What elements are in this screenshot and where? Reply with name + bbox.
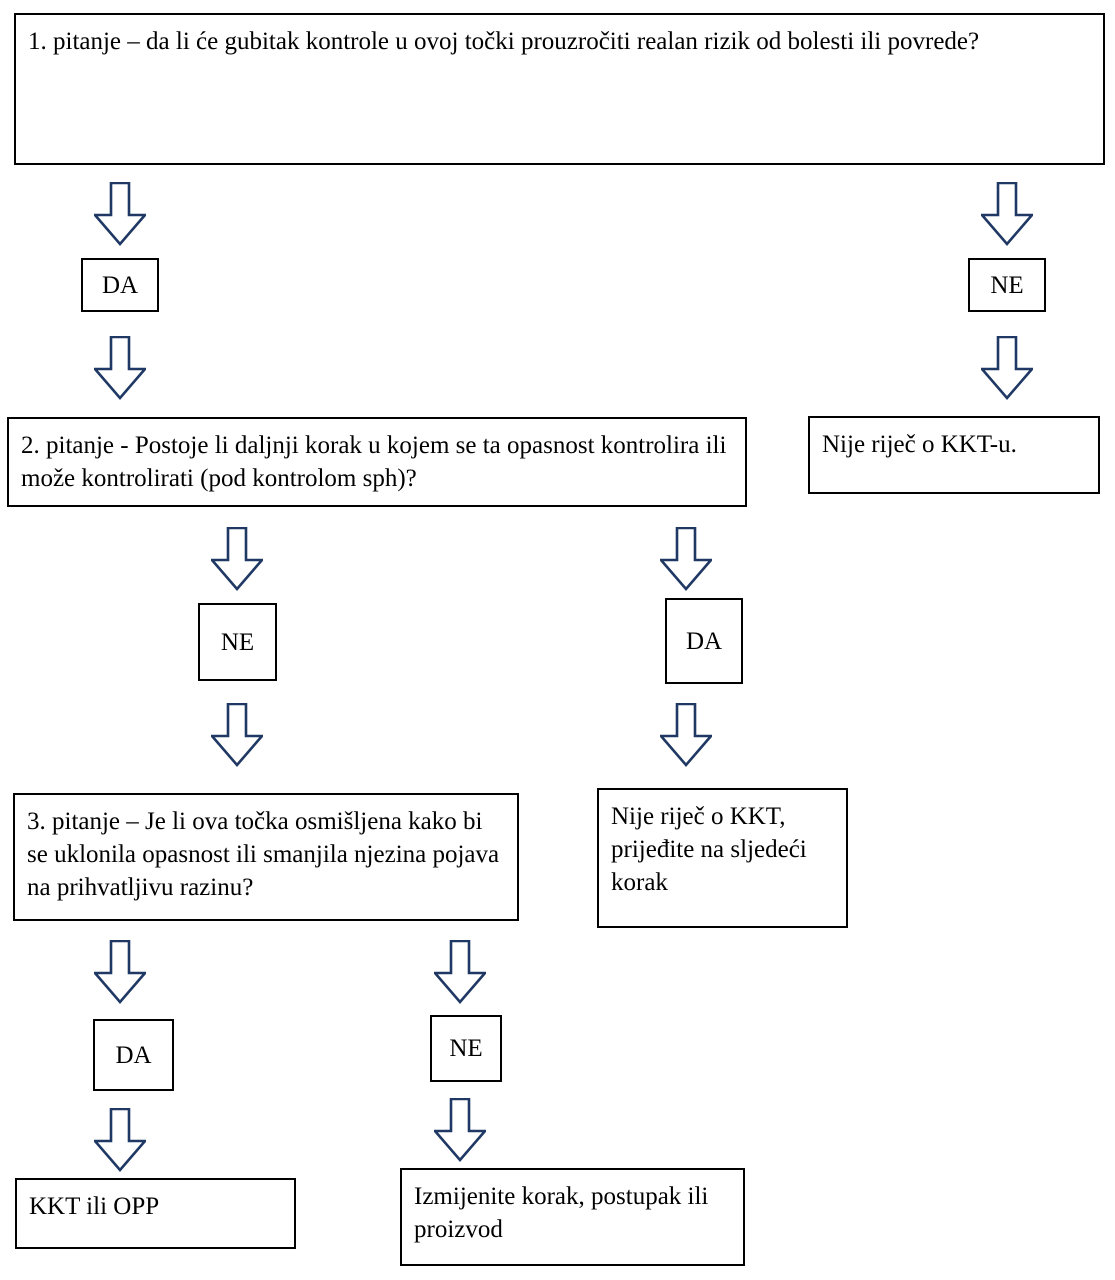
label-ne-q1-text: NE bbox=[990, 271, 1024, 299]
down-arrow-da-to-sljedeci-korak bbox=[660, 703, 712, 767]
down-arrow-ne-to-q3 bbox=[211, 703, 263, 767]
outcome-nije-kkt-sljedeci-korak-text: Nije riječ o KKT, prijeđite na sljedeći … bbox=[611, 803, 807, 896]
label-da-q1-text: DA bbox=[101, 271, 139, 299]
down-arrow-ne-to-nije-kkt-u bbox=[981, 336, 1033, 400]
question-1-box: 1. pitanje – da li će gubitak kontrole u… bbox=[14, 13, 1105, 165]
outcome-nije-kkt-sljedeci-korak: Nije riječ o KKT, prijeđite na sljedeći … bbox=[597, 788, 848, 928]
outcome-nije-kkt-u: Nije riječ o KKT-u. bbox=[808, 416, 1100, 494]
label-da-q3-text: DA bbox=[115, 1041, 152, 1069]
down-arrow-q3-to-da bbox=[94, 940, 146, 1004]
down-arrow-q1-to-da bbox=[94, 182, 146, 246]
question-2-box: 2. pitanje - Postoje li daljnji korak u … bbox=[7, 417, 747, 507]
down-arrow-q1-to-ne bbox=[981, 182, 1033, 246]
label-ne-q2-text: NE bbox=[220, 628, 255, 656]
label-da-q2: DA bbox=[665, 598, 743, 684]
down-arrow-da-to-q2 bbox=[94, 336, 146, 400]
label-ne-q1: NE bbox=[968, 258, 1046, 312]
question-3-text: 3. pitanje – Je li ova točka osmišljena … bbox=[27, 808, 500, 901]
label-da-q3: DA bbox=[93, 1019, 174, 1091]
down-arrow-q2-to-ne bbox=[211, 527, 263, 591]
down-arrow-da-to-kkt-ili-opp bbox=[94, 1108, 146, 1172]
label-ne-q3-text: NE bbox=[449, 1035, 483, 1062]
label-ne-q3: NE bbox=[430, 1015, 502, 1082]
down-arrow-q3-to-ne bbox=[434, 940, 486, 1004]
outcome-nije-kkt-u-text: Nije riječ o KKT-u. bbox=[822, 431, 1017, 458]
outcome-kkt-ili-opp-text: KKT ili OPP bbox=[29, 1193, 160, 1220]
label-da-q1: DA bbox=[81, 258, 159, 312]
question-2-text: 2. pitanje - Postoje li daljnji korak u … bbox=[21, 432, 727, 492]
down-arrow-ne-to-izmijenite-korak bbox=[434, 1098, 486, 1162]
outcome-kkt-ili-opp: KKT ili OPP bbox=[15, 1178, 296, 1249]
outcome-izmijenite-korak: Izmijenite korak, postupak ili proizvod bbox=[400, 1168, 745, 1266]
question-3-box: 3. pitanje – Je li ova točka osmišljena … bbox=[13, 793, 519, 921]
label-ne-q2: NE bbox=[198, 603, 277, 681]
down-arrow-q2-to-da bbox=[660, 527, 712, 591]
outcome-izmijenite-korak-text: Izmijenite korak, postupak ili proizvod bbox=[414, 1183, 709, 1243]
question-1-text: 1. pitanje – da li će gubitak kontrole u… bbox=[28, 28, 980, 55]
label-da-q2-text: DA bbox=[685, 627, 723, 655]
